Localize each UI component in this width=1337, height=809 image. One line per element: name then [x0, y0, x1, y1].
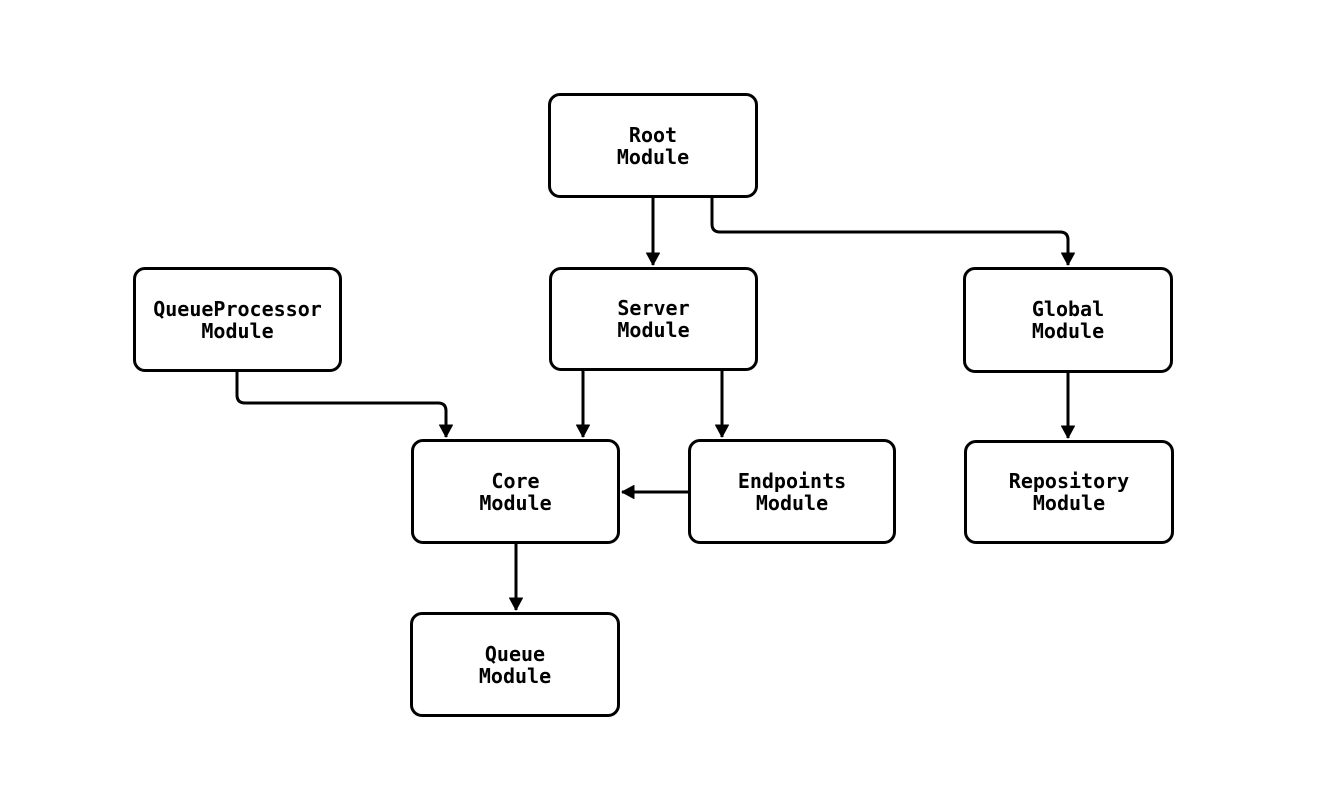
node-label: Module	[1031, 319, 1105, 343]
node-label: Module	[617, 318, 690, 342]
node-label: Module	[1032, 491, 1106, 515]
node-endpoints-module: Endpoints Module	[688, 439, 896, 544]
node-label: Root	[628, 122, 678, 147]
node-repository-module: Repository Module	[964, 440, 1174, 544]
node-queue-module: Queue Module	[410, 612, 620, 717]
node-label: QueueProcessor	[153, 296, 322, 321]
node-root-module: Root Module	[548, 93, 758, 198]
node-server-module: Server Module	[549, 267, 758, 371]
node-label: Module	[478, 663, 552, 688]
node-label: Endpoints	[737, 468, 847, 493]
node-label: Module	[616, 144, 690, 169]
node-core-module: Core Module	[411, 439, 620, 544]
edge-queueprocessor-core	[235, 372, 453, 438]
node-label: Core	[491, 468, 540, 493]
node-label: Global	[1031, 297, 1105, 321]
node-label: Module	[755, 490, 829, 515]
node-label: Queue	[484, 641, 546, 666]
node-queueprocessor-module: QueueProcessor Module	[133, 267, 342, 372]
node-label: Repository	[1008, 469, 1130, 493]
node-label: Module	[201, 318, 274, 343]
node-global-module: Global Module	[963, 267, 1173, 373]
edge-root-global	[710, 197, 1075, 266]
node-label: Module	[479, 490, 552, 515]
node-label: Server	[617, 296, 690, 320]
